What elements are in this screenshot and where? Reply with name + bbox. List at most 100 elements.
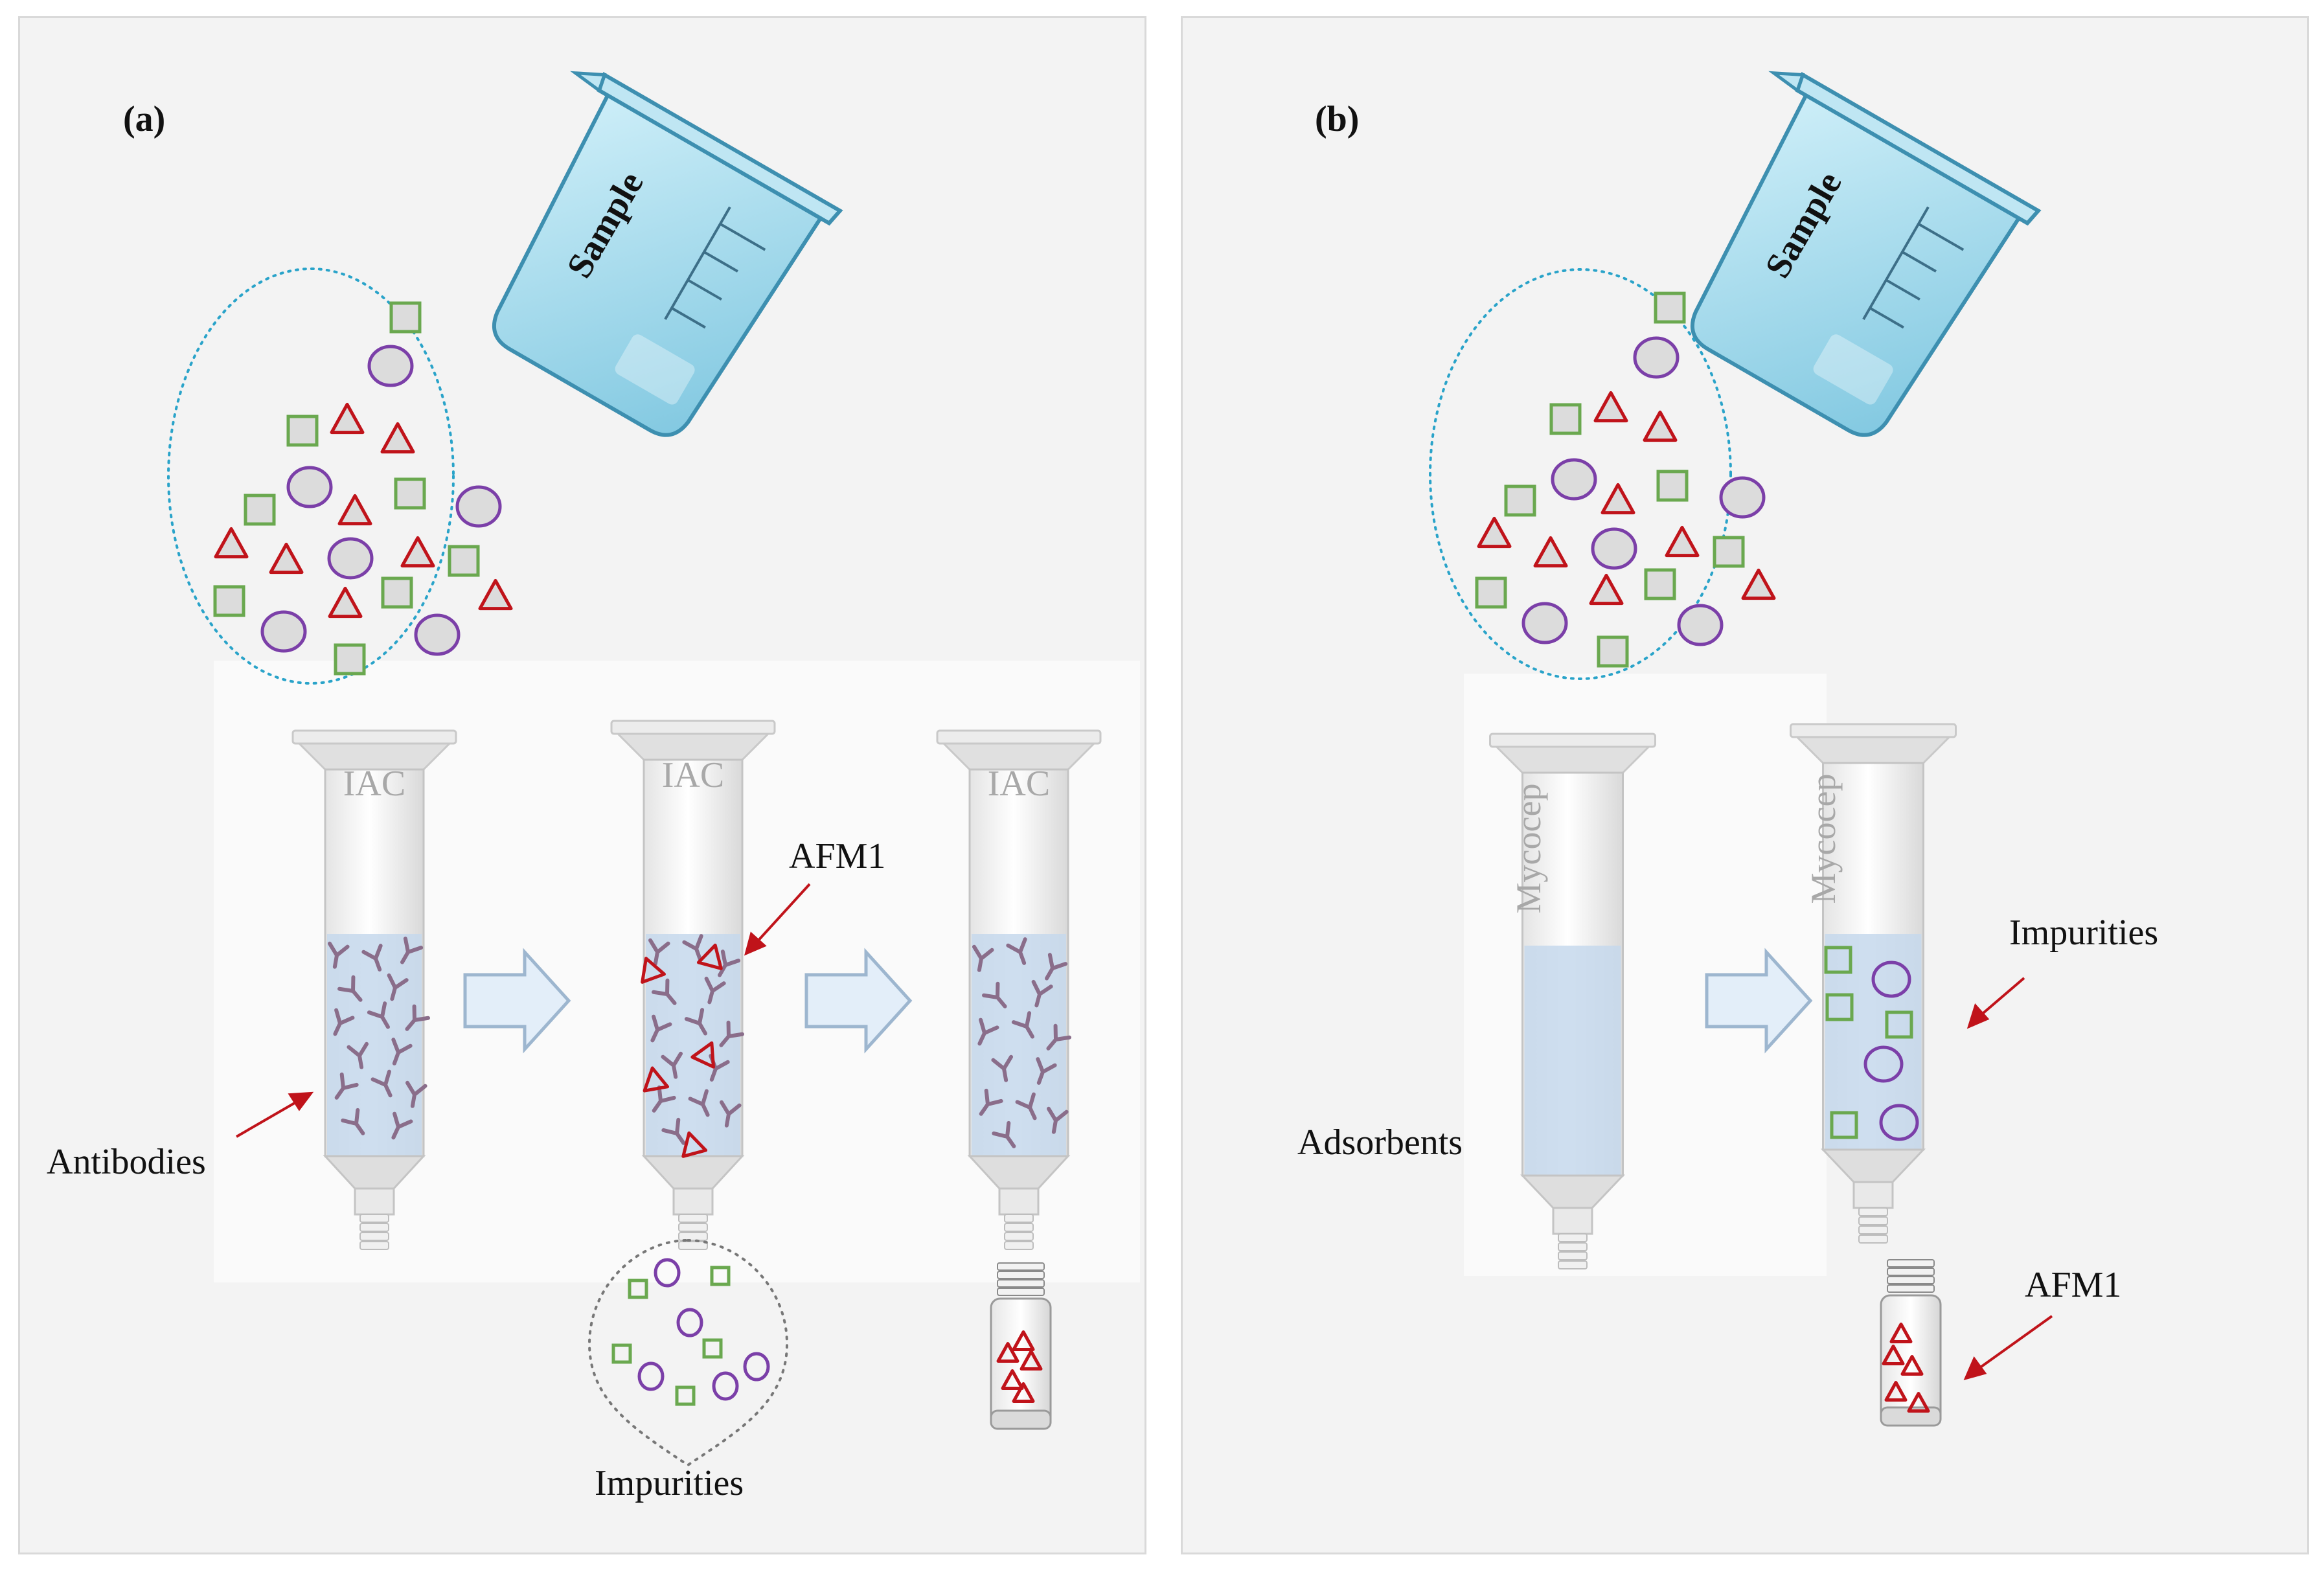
- column-tip-thread: [1858, 1225, 1888, 1234]
- column-tip-thread: [1004, 1214, 1034, 1223]
- column-label-mycocep-2: Mycocep: [1804, 774, 1843, 904]
- vial-cap-thread: [997, 1271, 1045, 1279]
- bubble-shapes-b: [1475, 291, 1776, 668]
- impurity-square: [1597, 635, 1629, 668]
- column-packing: [1524, 946, 1621, 1176]
- impurity-circle: [1633, 336, 1680, 379]
- impurity-circle: [654, 1258, 681, 1288]
- antibody: [719, 1020, 745, 1047]
- iac-column-1: [291, 729, 457, 1250]
- antibody: [1015, 1092, 1037, 1121]
- column-tip-thread: [1004, 1241, 1034, 1250]
- afm1-triangle: [1477, 516, 1512, 549]
- antibody: [682, 934, 703, 962]
- bubble-shapes-a: [213, 301, 513, 676]
- column-rim: [936, 729, 1102, 745]
- antibody: [661, 1117, 686, 1145]
- column-packing: [1825, 934, 1922, 1150]
- antibodies-label: Antibodies: [47, 1142, 206, 1182]
- column-tip-thread: [359, 1241, 389, 1250]
- impurities-label-b: Impurities: [2009, 913, 2159, 953]
- column-tip-thread: [678, 1214, 708, 1223]
- panel-label-b: (b): [1315, 99, 1360, 139]
- afm1-label-b: AFM1: [2025, 1265, 2122, 1305]
- antibody: [334, 1072, 359, 1100]
- column-neck: [1552, 1207, 1593, 1235]
- column-rim: [610, 720, 776, 735]
- column-label-iac-3: IAC: [988, 764, 1050, 804]
- afm1-triangle: [214, 527, 249, 559]
- vial-cap-thread: [1887, 1276, 1935, 1284]
- column-flange: [1794, 736, 1952, 764]
- column-tip-thread: [1558, 1251, 1588, 1260]
- antibody: [972, 944, 994, 972]
- vial-cap-thread: [997, 1288, 1045, 1296]
- impurity-square: [394, 477, 426, 510]
- column-neck: [1852, 1181, 1894, 1209]
- vial-base: [990, 1409, 1052, 1430]
- impurity-square: [1644, 568, 1676, 600]
- pointer-antibodies: [235, 1091, 314, 1138]
- impurity-circle: [455, 485, 502, 528]
- column-label-iac-2: IAC: [662, 755, 724, 795]
- afm1-triangle: [269, 542, 304, 575]
- column-tip-thread: [1858, 1234, 1888, 1244]
- impurity-square: [628, 1279, 648, 1299]
- sample-beaker-b: Sample: [1690, 71, 2042, 437]
- impurity-circle: [637, 1361, 665, 1391]
- afm1-triangle: [1643, 410, 1678, 442]
- afm1-triangle: [1884, 1381, 1908, 1402]
- afm1-triangle: [1020, 1350, 1043, 1371]
- antibody: [1011, 1011, 1034, 1039]
- afm1-bound: [643, 1066, 670, 1093]
- antibody: [1031, 979, 1053, 1008]
- impurities-droplet: [587, 1238, 789, 1467]
- column-tip-thread: [1558, 1233, 1588, 1242]
- afm1-triangle: [1533, 536, 1568, 568]
- iac-column-3: [936, 729, 1102, 1250]
- impurities-label-a: Impurities: [595, 1463, 744, 1503]
- antibody: [370, 1069, 393, 1098]
- impurity-circle: [1677, 604, 1724, 646]
- column-tip-thread: [359, 1223, 389, 1232]
- antibody: [684, 1008, 707, 1036]
- afm1-triangle: [1601, 483, 1635, 515]
- process-arrow-a2: [804, 948, 913, 1054]
- column-tip-thread: [1558, 1260, 1588, 1269]
- column-taper: [1821, 1148, 1926, 1183]
- column-rim: [1790, 723, 1957, 738]
- impurity-circle: [1871, 961, 1911, 998]
- afm1-triangle: [1907, 1392, 1930, 1413]
- afm1-triangle: [478, 578, 513, 611]
- adsorbents-label: Adsorbents: [1297, 1122, 1463, 1163]
- afm1-bound: [696, 943, 723, 970]
- afm1-triangle: [330, 402, 365, 435]
- antibody: [651, 978, 677, 1005]
- antibody: [977, 1018, 999, 1046]
- impurity-circle: [743, 1352, 770, 1382]
- impurity-square: [1825, 993, 1854, 1021]
- column-neck: [354, 1187, 395, 1216]
- impurity-square: [1654, 291, 1686, 324]
- afm1-triangle: [1741, 568, 1776, 600]
- afm1-triangle: [1900, 1355, 1924, 1376]
- antibody: [391, 1038, 413, 1065]
- impurity-square: [213, 585, 245, 617]
- process-arrow-b1: [1705, 948, 1813, 1054]
- antibody: [327, 941, 350, 969]
- vial-cap-thread: [1887, 1268, 1935, 1276]
- antibody: [347, 1041, 369, 1069]
- column-neck: [672, 1187, 714, 1216]
- afm1-bound: [641, 957, 666, 984]
- column-tip-thread: [1858, 1207, 1888, 1216]
- afm1-triangle: [328, 586, 363, 619]
- impurity-circle: [286, 466, 333, 508]
- impurity-circle: [367, 345, 414, 387]
- column-tip-thread: [678, 1232, 708, 1241]
- antibody: [1045, 953, 1068, 981]
- afm1-triangle: [1882, 1345, 1905, 1365]
- column-tip-thread: [678, 1223, 708, 1232]
- impurity-circle: [1551, 458, 1597, 501]
- antibody: [1046, 1106, 1069, 1134]
- impurity-square: [244, 494, 276, 526]
